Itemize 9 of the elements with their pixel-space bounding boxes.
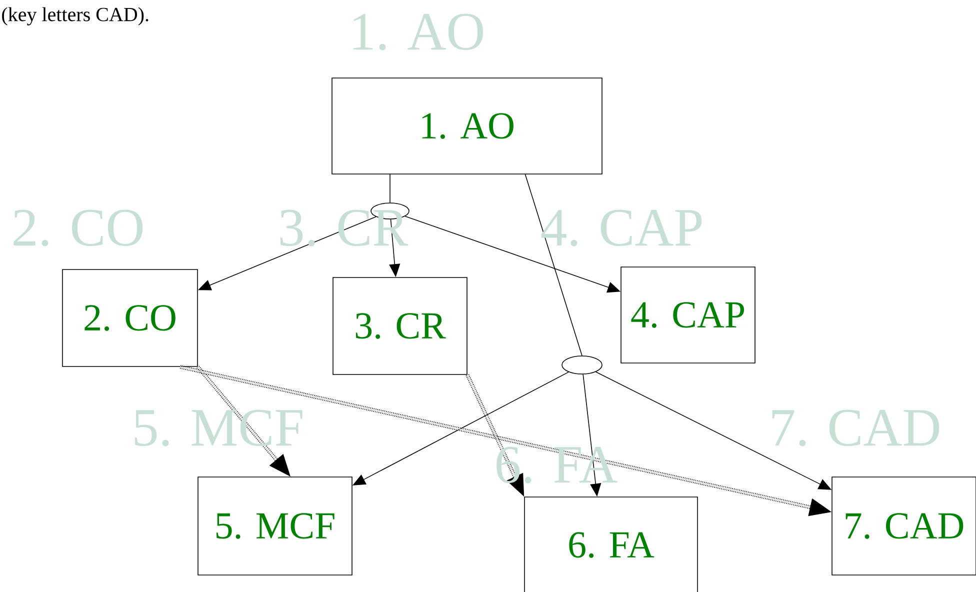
process-box: 3. CR	[332, 277, 468, 375]
process-box: 5. MCF	[198, 476, 352, 576]
process-box: 6. FA	[524, 496, 698, 592]
process-box: 4. CAP	[620, 266, 756, 364]
note-text: (key letters CAD).	[2, 7, 148, 26]
process-box: 1. AO	[332, 78, 602, 174]
process-box: 2. CO	[62, 269, 198, 367]
process-box: 7. CAD	[832, 476, 976, 576]
junction-ellipse	[562, 356, 602, 374]
